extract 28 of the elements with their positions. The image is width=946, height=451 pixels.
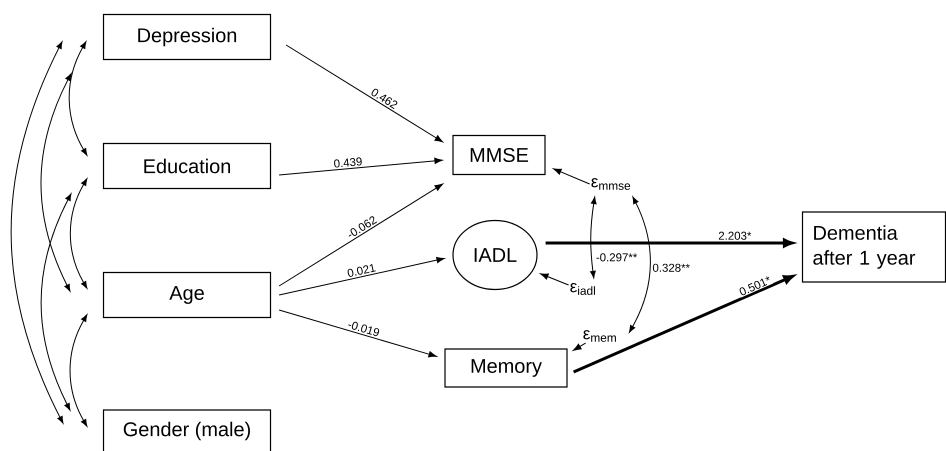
error-term: ε$_{mmse}$ (591, 178, 630, 190)
variable-box: Depression (102, 14, 272, 60)
edge-label: 0.328** (651, 262, 692, 273)
arrow (40, 193, 72, 411)
arrow (553, 168, 590, 184)
variable-box: Education (102, 142, 272, 190)
edge-label: 0.021 (345, 262, 378, 279)
outcome-box: Dementia after 1 year (802, 211, 946, 283)
arrow (68, 41, 88, 156)
variable-box: Memory (444, 348, 568, 388)
arrow (590, 196, 597, 278)
arrow (286, 44, 444, 142)
arrow (278, 158, 443, 176)
edge-label: 0.439 (332, 156, 364, 169)
arrow (540, 273, 570, 286)
arrow (278, 184, 444, 286)
arrow (10, 41, 64, 424)
edge-label: -0.297** (594, 252, 638, 262)
arrow (278, 256, 445, 296)
arrow (70, 314, 88, 427)
arrow (278, 310, 437, 358)
arrow (70, 178, 88, 289)
variable-box: Age (102, 272, 272, 318)
arrow (40, 73, 72, 292)
edge-label: -0.019 (346, 318, 382, 338)
variable-box: MMSE (452, 134, 546, 176)
variable-box: Gender (male) (102, 409, 272, 451)
edge-label: 2.203* (717, 230, 752, 241)
